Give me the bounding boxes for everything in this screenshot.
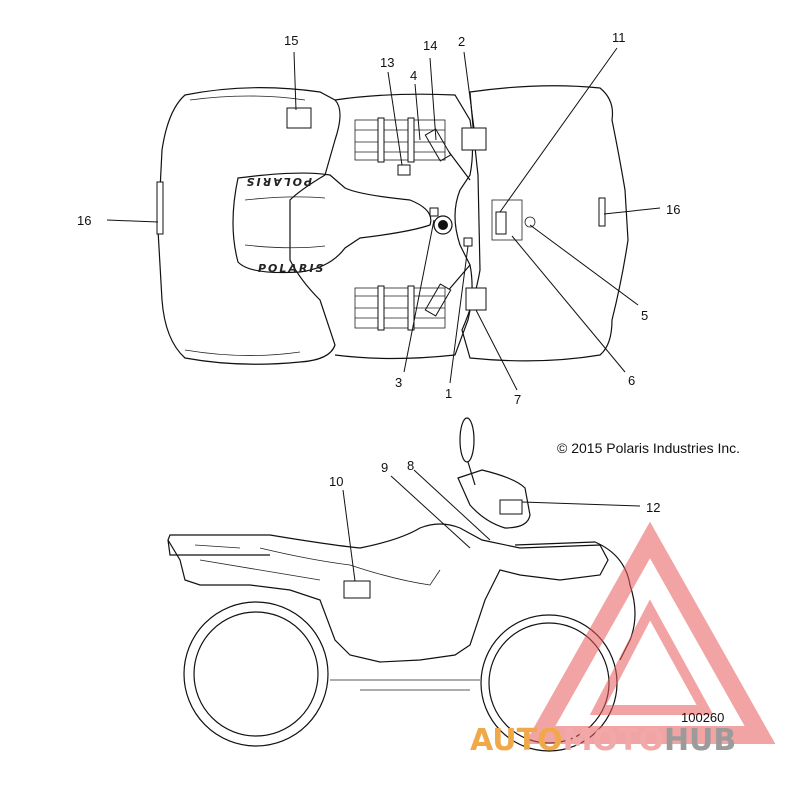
callout-1: 1 [445,386,452,401]
callout-3: 3 [395,375,402,390]
copyright-text: © 2015 Polaris Industries Inc. [557,440,740,456]
callout-5: 5 [641,308,648,323]
callout-16-right: 16 [666,202,680,217]
callout-6: 6 [628,373,635,388]
seat [232,172,432,274]
callout-7: 7 [514,392,521,407]
body-shell [167,523,609,663]
callout-9: 9 [381,460,388,475]
decal-2 [461,127,487,151]
mirror [459,417,475,463]
front-fender [461,85,629,362]
watermark-auto: AUTOMOTOHUB [470,723,736,758]
front-rack [491,199,523,241]
callout-12: 12 [646,500,660,515]
callout-10: 10 [329,474,343,489]
callout-8: 8 [407,458,414,473]
callout-4: 4 [410,68,417,83]
rear-wheel [183,601,329,747]
watermark-wordmark: AUTOMOTOHUB [470,723,736,758]
leader-lines [106,47,661,582]
decal-16-front [598,197,606,227]
figure-number: 100260 [681,710,724,725]
decal-1 [463,237,473,247]
callout-16-left: 16 [77,213,91,228]
callout-13: 13 [380,55,394,70]
callout-11: 11 [612,30,626,45]
gas-cap [433,215,453,235]
handlebar-pod [457,469,531,529]
watermark-logo [524,521,776,744]
callouts: 15 14 2 13 4 11 16 16 5 6 3 1 7 8 9 10 1… [77,30,680,515]
watermark-triangle [524,521,776,744]
footrest-bottom [354,285,446,331]
callout-15: 15 [284,33,298,48]
decal-7 [465,287,487,311]
decal-15 [286,107,312,129]
chassis [330,679,480,691]
seat-brand-bottom: POLARIS [258,262,325,275]
callout-14: 14 [423,38,437,53]
decal-16-rear [156,181,164,235]
rear-fender [157,87,341,365]
atv-side-view [167,417,636,752]
atv-top-view: POLARIS POLARIS [156,85,629,365]
decal-13 [397,164,411,176]
body-center [334,93,474,360]
rear-rack [167,539,270,556]
decal-10 [343,580,371,599]
decal-11 [495,211,507,235]
seat-brand-top: POLARIS [245,175,312,188]
callout-2: 2 [458,34,465,49]
decal-14 [429,207,439,217]
